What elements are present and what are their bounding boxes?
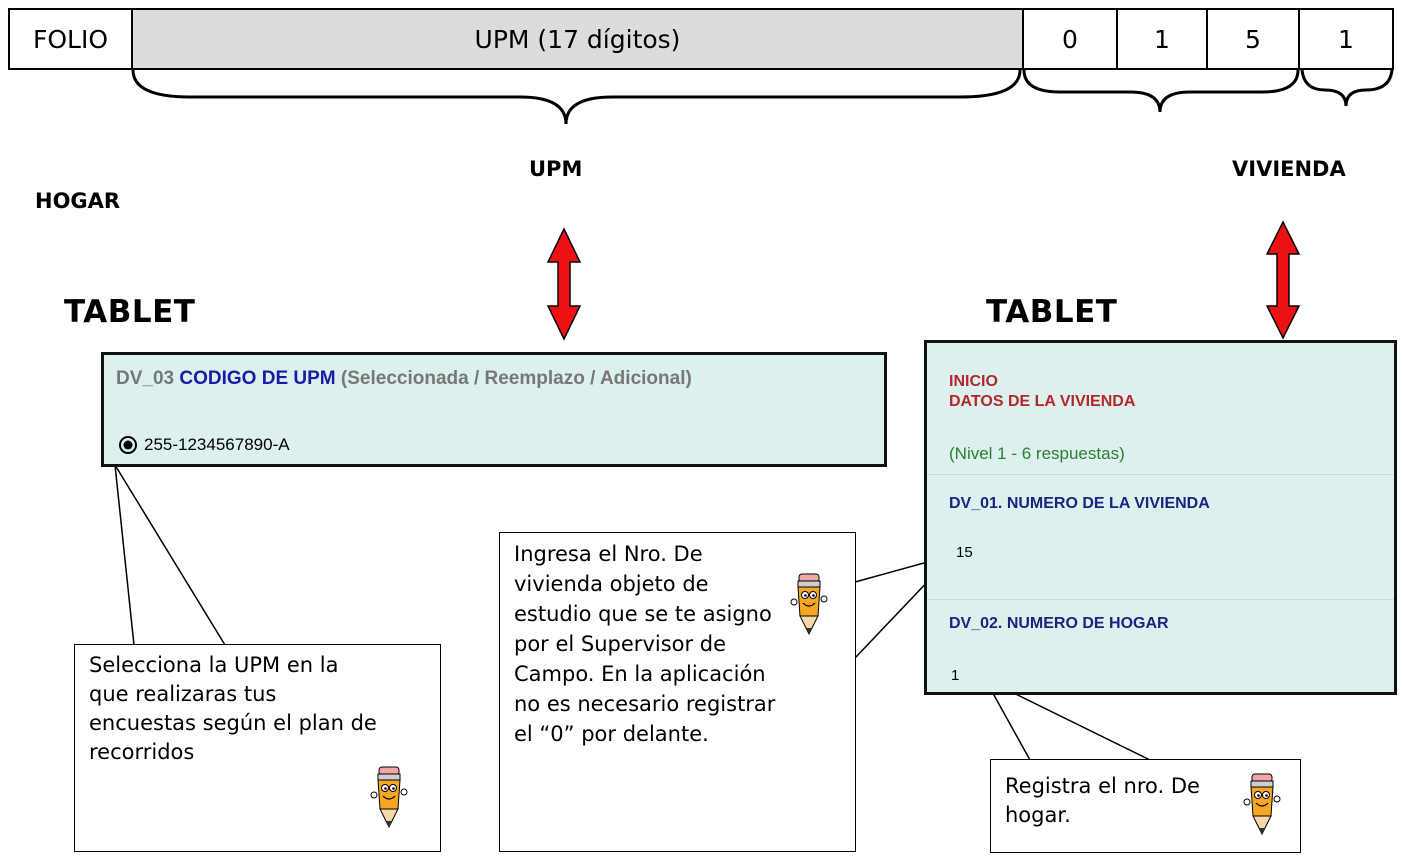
digit-cell-3: 5	[1206, 8, 1300, 70]
upm-option-row[interactable]: 255-1234567890-A	[118, 435, 290, 455]
upm-option-label: 255-1234567890-A	[144, 435, 290, 454]
dv02-code: DV_02	[949, 615, 998, 632]
upm-question-heading: DV_03 CODIGO DE UPM (Seleccionada / Reem…	[116, 368, 692, 390]
upm-panel: DV_03 CODIGO DE UPM (Seleccionada / Reem…	[101, 352, 887, 467]
pencil-mascot-icon	[1243, 773, 1281, 836]
folio-cell: FOLIO	[8, 8, 133, 70]
digit-cell-4: 1	[1298, 8, 1394, 70]
callout-vivienda-text: Ingresa el Nro. De vivienda objeto de es…	[514, 542, 776, 746]
upm-cell: UPM (17 dígitos)	[131, 8, 1024, 70]
inicio-heading: INICIO	[949, 373, 998, 390]
tablet-title-right: TABLET	[986, 294, 1118, 330]
question-title: CODIGO DE UPM	[179, 368, 336, 389]
upm-label: UPM	[529, 157, 583, 181]
dv01-label: . NUMERO DE LA VIVIENDA	[997, 495, 1210, 512]
dv02-question: DV_02. NUMERO DE HOGAR	[949, 615, 1169, 633]
question-code: DV_03	[116, 368, 175, 389]
callout-vivienda: Ingresa el Nro. De vivienda objeto de es…	[499, 532, 856, 852]
pencil-mascot-icon	[370, 766, 408, 829]
dv02-value[interactable]: 1	[951, 667, 960, 684]
nivel-text: (Nivel 1 - 6 respuestas)	[949, 444, 1125, 463]
curly-brace-icon	[1022, 69, 1300, 113]
callout-upm: Selecciona la UPM en la que realizaras t…	[74, 644, 441, 852]
tablet-title-left: TABLET	[64, 294, 196, 330]
dv01-value[interactable]: 15	[956, 544, 973, 561]
curly-brace-icon	[131, 69, 1022, 125]
vivienda-panel: INICIO DATOS DE LA VIVIENDA (Nivel 1 - 6…	[924, 340, 1397, 695]
radio-selected-icon[interactable]	[118, 435, 138, 455]
double-arrow-icon	[1265, 220, 1301, 340]
dv01-code: DV_01	[949, 495, 998, 512]
curly-brace-icon	[1300, 69, 1394, 107]
callout-upm-text: Selecciona la UPM en la que realizaras t…	[89, 653, 377, 764]
vivienda-label: VIVIENDA	[1232, 157, 1346, 181]
callout-hogar: Registra el nro. De hogar.	[990, 759, 1301, 853]
hogar-label: HOGAR	[35, 189, 121, 213]
digit-cell-2: 1	[1116, 8, 1208, 70]
divider	[927, 474, 1394, 475]
double-arrow-icon	[546, 227, 582, 341]
divider	[927, 599, 1394, 600]
callout-pointer-upm	[114, 464, 226, 646]
dv01-question: DV_01. NUMERO DE LA VIVIENDA	[949, 495, 1210, 513]
section-heading: DATOS DE LA VIVIENDA	[949, 393, 1136, 410]
dv02-label: . NUMERO DE HOGAR	[997, 615, 1169, 632]
question-subtitle: (Seleccionada / Reemplazo / Adicional)	[340, 368, 692, 389]
pencil-mascot-icon	[790, 573, 828, 636]
digit-cell-1: 0	[1022, 8, 1118, 70]
callout-hogar-text: Registra el nro. De hogar.	[1005, 774, 1200, 827]
